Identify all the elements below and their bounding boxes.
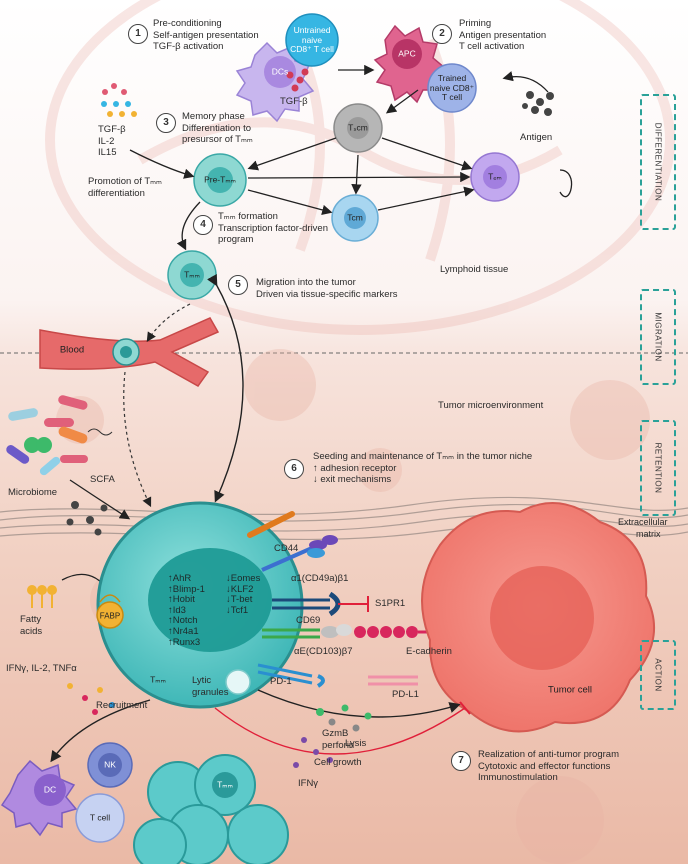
ifny-label: IFNγ [298,778,319,789]
tumor-migration-arrow [207,273,244,503]
trm-main-label: Tₘₘ [150,674,166,685]
side-label-migration: MIGRATION [640,289,676,385]
t-cell-bottom [75,793,125,843]
dcs-label: DCs [271,66,289,77]
cd69-label: CD69 [296,615,321,626]
tgfb-label: TGF-β [280,96,308,107]
cd44-receptor [247,511,295,538]
tem-label: Tₑₘ [488,171,502,182]
cytotoxic-arrow [257,689,461,718]
inhibition-red-curve [214,707,466,755]
step-number-4: 4 [193,215,213,235]
t-cell-label: T cell [89,812,111,823]
scfa-particles [66,501,108,536]
dc-cell-bottom [0,759,78,837]
apc-label: APC [398,48,416,59]
tumor-cell-label: Tumor cell [548,684,592,696]
dc-cell-top [235,41,315,123]
pd1-receptor [257,663,325,688]
fabp-protein [96,594,124,629]
untrained-cell-label: Untrained naive CD8⁺ T cell [290,24,334,54]
lymphoid-tissue-label: Lymphoid tissue [440,264,509,275]
migration-dotted-arrow-2 [123,371,152,508]
s1pr1-inhibition [338,596,369,612]
integrin-a1b1-label: α1(CD49a)β1 [291,573,349,584]
fatty-acids-molecules [27,585,57,608]
trm-cluster [133,754,289,864]
step-6-text: Seeding and maintenance of Tₘₘ in the tu… [313,451,533,485]
side-label-differentiation: DIFFERENTIATION [640,94,676,230]
blood-vessel [39,317,220,387]
tf-upregulated-list: ↑AhR↑Blimp-1↑Hobit↑Id3↑Notch↑Nr4a1↑Runx3 [168,573,205,648]
cytokine-release-label: IFNγ, IL-2, TNFα [6,663,77,674]
pdl1-label: PD-L1 [392,689,419,700]
antigen-particles [522,91,554,116]
scfa-arrow [69,479,131,520]
tumor-nucleus [490,566,594,670]
tscm-label: Tₛcm [348,122,368,133]
trm-lymphoid-label: Tₘₘ [184,269,200,280]
step-number-3: 3 [156,113,176,133]
nk-label: NK [104,759,116,770]
integrin-a1b1 [261,535,338,572]
step-number-6: 6 [284,459,304,479]
e-cadherin-label: E-cadherin [406,646,452,657]
pd1-label: PD-1 [270,676,292,687]
cell-growth-label: Cell growth [314,757,362,768]
recruitment-arrow [50,699,151,763]
integrin-aeb7-label: αE(CD103)β7 [294,646,353,657]
cytokine-particles [101,83,137,117]
trm-cluster-label: Tₘₘ [217,779,233,790]
pdl1-ligand [368,675,418,686]
fabp-label: FABP [99,611,121,621]
side-label-action: ACTION [640,640,676,710]
differentiation-arrows [129,64,573,251]
blood-label: Blood [59,344,85,356]
trained-naive-cell [427,63,477,113]
dc-label: DC [43,784,57,795]
integrin-aeb7 [262,624,352,639]
step-number-5: 5 [228,275,248,295]
microbiome-bacteria [6,395,113,476]
step-number-1: 1 [128,24,148,44]
antigen-label: Antigen [520,132,553,143]
tumor-microenvironment-label: Tumor microenvironment [438,400,544,411]
cd44-label: CD44 [274,543,299,554]
recruitment-label: Recruitment [96,700,148,711]
microbiome-label: Microbiome [8,487,58,498]
scfa-label: SCFA [90,474,115,485]
step-number-2: 2 [432,24,452,44]
lytic-granule-vesicle [225,669,251,695]
tcm-label: Tcm [347,212,363,223]
tgfb-particles [286,68,309,92]
step-number-7: 7 [451,751,471,771]
trained-cell-label: Trained naive CD8⁺ T cell [429,72,475,102]
side-label-retention: RETENTION [640,420,676,516]
trm-main-nucleus [148,548,272,652]
tf-downregulated-list: ↓Eomes↓KLF2↓T-bet↓Tcf1 [226,573,261,616]
granule-dots [67,683,372,768]
untrained-naive-cell [285,13,339,67]
pre-trm-label: Pre-Tₘₘ [204,174,236,185]
lysis-label: Lysis [345,738,367,749]
s1pr1-label: S1PR1 [375,598,406,609]
